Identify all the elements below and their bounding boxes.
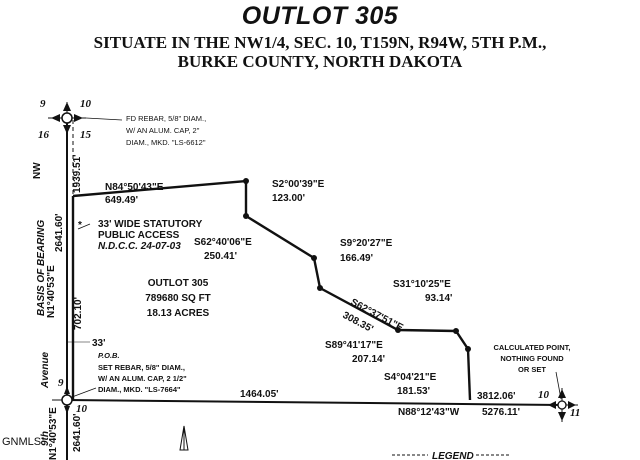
plat-title: OUTLOT 305 xyxy=(241,2,399,30)
course-4-bearing: S9°20'27"E xyxy=(340,238,393,249)
pob-note-3: DIAM., MKD. "LS-7664" xyxy=(98,385,181,394)
vertex-point xyxy=(465,346,471,352)
access-marker: * xyxy=(78,220,82,231)
corner-9-bottom-label: 9 xyxy=(58,377,64,389)
west-bearing: N1°40'53"E xyxy=(46,265,57,318)
course-3-bearing: S62°40'06"E xyxy=(194,237,252,248)
corner-16-label: 16 xyxy=(38,129,50,141)
course-6-distance: 93.14' xyxy=(425,293,452,304)
legend-title: LEGEND xyxy=(432,451,474,460)
street-fragment-label: 9th xyxy=(40,431,51,446)
pob-corner-monument xyxy=(52,385,82,416)
calc-point-note-3: OR SET xyxy=(518,365,546,374)
corner-10-right-label: 10 xyxy=(538,389,550,401)
north-arrow xyxy=(179,425,189,451)
south-total: 5276.11' xyxy=(482,407,520,418)
course-7-distance: 207.14' xyxy=(352,354,385,365)
calc-point-note-2: NOTHING FOUND xyxy=(500,354,564,363)
avenue-label: Avenue xyxy=(40,351,51,389)
corner-9-label: 9 xyxy=(40,98,46,110)
access-note-2: PUBLIC ACCESS xyxy=(98,230,180,241)
west-upper-distance: 1939.51' xyxy=(72,154,83,193)
course-1-bearing: N84°50'43"E xyxy=(105,182,164,193)
pob-note-2: W/ AN ALUM. CAP, 2 1/2" xyxy=(98,374,187,383)
course-8-distance: 181.53' xyxy=(397,386,430,397)
basis-of-bearing: BASIS OF BEARING xyxy=(36,220,47,316)
course-8-bearing: S4°04'21"E xyxy=(384,372,437,383)
south-bearing: N88°12'43"W xyxy=(398,407,460,418)
top-monument-note-1: FD REBAR, 5/8" DIAM., xyxy=(126,114,206,123)
course-1-distance: 649.49' xyxy=(105,195,138,206)
calculated-corner-monument xyxy=(546,371,578,422)
south-distance: 1464.05' xyxy=(240,389,279,400)
vertex-point xyxy=(243,213,249,219)
south-right-distance: 3812.06' xyxy=(477,391,516,402)
vertex-point xyxy=(395,327,401,333)
corner-10-label: 10 xyxy=(80,98,92,110)
pob-note-1: SET REBAR, 5/8" DIAM., xyxy=(98,363,185,372)
vertex-point xyxy=(317,285,323,291)
pob-label: P.O.B. xyxy=(98,351,120,360)
outlot-area-sqft: 789680 SQ FT xyxy=(145,293,211,304)
top-monument-note-3: DIAM., MKD. "LS-6612" xyxy=(126,138,206,147)
course-3-distance: 250.41' xyxy=(204,251,237,262)
course-4-distance: 166.49' xyxy=(340,253,373,264)
course-2-bearing: S2°00'39"E xyxy=(272,179,325,190)
access-note-1: 33' WIDE STATUTORY xyxy=(98,219,203,230)
subtitle-line-1: SITUATE IN THE NW1/4, SEC. 10, T159N, R9… xyxy=(93,33,547,52)
nw-label: NW xyxy=(32,162,43,179)
outlot-area-acres: 18.13 ACRES xyxy=(147,308,210,319)
top-monument-note-2: W/ AN ALUM. CAP, 2" xyxy=(126,126,200,135)
south-section-line xyxy=(66,399,563,406)
course-7-bearing: S89°41'17"E xyxy=(325,340,383,351)
boundary-vertices xyxy=(243,178,471,352)
top-corner-monument xyxy=(48,102,123,136)
course-6-bearing: S31°10'25"E xyxy=(393,279,451,290)
road-width-label: 33' xyxy=(92,338,106,349)
west-offset: 702.10' xyxy=(73,297,84,330)
lower-west-distance: 2641.60' xyxy=(72,413,83,452)
watermark: GNMLS xyxy=(2,436,41,448)
corner-11-label: 11 xyxy=(570,407,580,419)
subtitle-line-2: BURKE COUNTY, NORTH DAKOTA xyxy=(177,52,463,71)
corner-15-label: 15 xyxy=(80,129,92,141)
vertex-point xyxy=(311,255,317,261)
lower-west-bearing: N1°40'53"E xyxy=(48,407,59,460)
access-ref: N.D.C.C. 24-07-03 xyxy=(98,241,181,252)
west-distance: 2641.60' xyxy=(54,213,65,252)
vertex-point xyxy=(453,328,459,334)
corner-10-bottom-label: 10 xyxy=(76,403,88,415)
outlot-name: OUTLOT 305 xyxy=(148,278,209,289)
course-2-distance: 123.00' xyxy=(272,193,305,204)
calc-point-note-1: CALCULATED POINT, xyxy=(494,343,571,352)
vertex-point xyxy=(243,178,249,184)
